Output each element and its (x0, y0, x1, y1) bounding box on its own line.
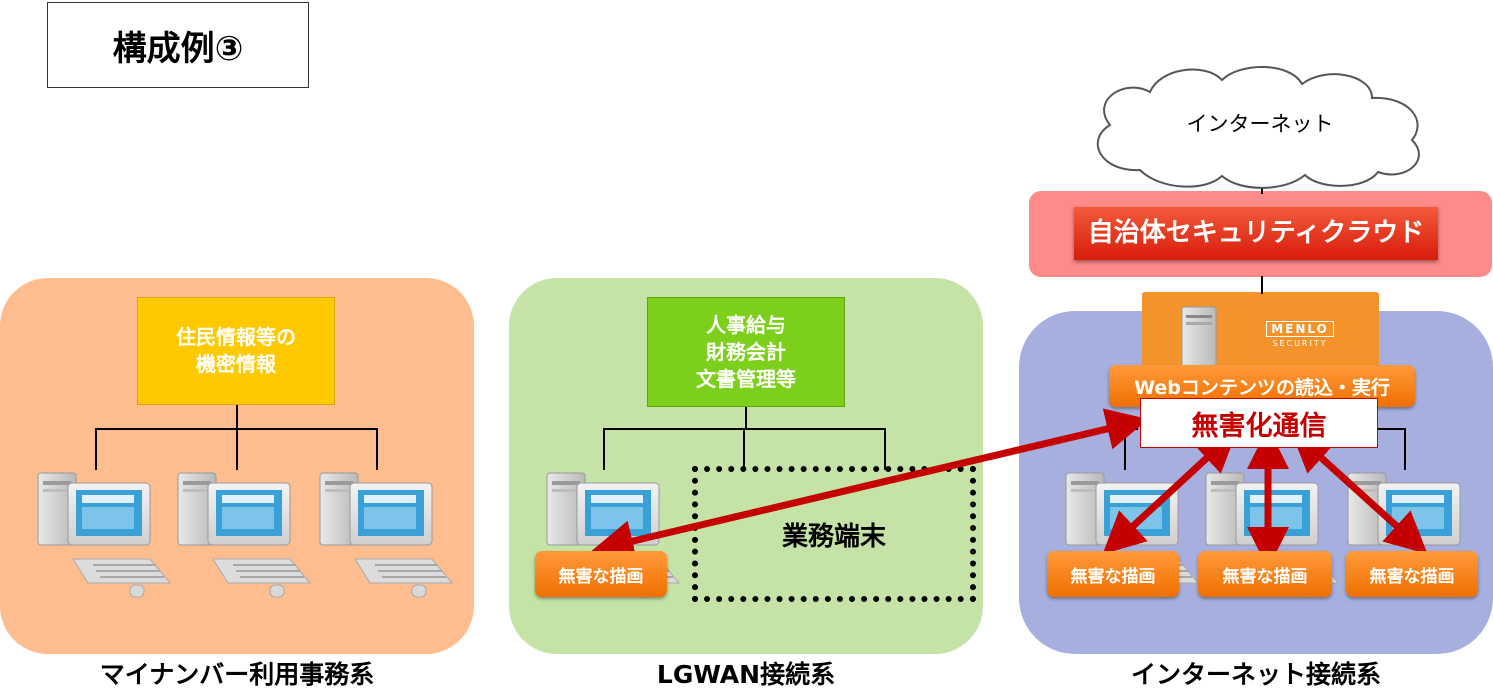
lgwan-info-line-2: 財務会計 (706, 339, 786, 364)
sanitized-box: 無害化通信 (1140, 398, 1378, 448)
safe-render-internet-3: 無害な描画 (1346, 551, 1478, 597)
lgwan-info-line-1: 人事給与 (706, 312, 786, 337)
mynumber-info-line-1: 住民情報等の (176, 325, 296, 349)
safe-render-internet-1: 無害な描画 (1047, 551, 1179, 597)
connector (236, 428, 238, 470)
internet-cloud (1096, 65, 1420, 189)
sanitized-arrow (591, 408, 1149, 562)
page-title: 構成例③ (47, 2, 309, 88)
menlo-logo: MENLO SECURITY (1262, 318, 1338, 350)
connector (1261, 276, 1263, 294)
security-cloud-box: 自治体セキュリティクラウド (1074, 207, 1438, 260)
internet-zone-label: インターネット接続系 (1130, 660, 1381, 689)
sanitized-arrow (1102, 429, 1238, 555)
safe-render-internet-2: 無害な描画 (1198, 551, 1332, 597)
server-icon (1181, 306, 1217, 368)
connector (95, 428, 97, 470)
pc-icon (319, 472, 453, 598)
connector (236, 405, 238, 429)
lgwan-info-box: 人事給与 財務会計 文書管理等 (647, 297, 845, 407)
mynumber-info-box: 住民情報等の 機密情報 (137, 297, 335, 405)
mynumber-zone-label: マイナンバー利用事務系 (99, 660, 375, 689)
pc-icon (37, 472, 171, 598)
mynumber-info-line-2: 機密情報 (196, 352, 276, 376)
safe-render-lgwan: 無害な描画 (535, 551, 667, 597)
internet-cloud-label: インターネット (1186, 112, 1334, 136)
menlo-logo-top: MENLO (1266, 321, 1334, 337)
sanitized-arrow (1290, 429, 1428, 555)
lgwan-info-line-3: 文書管理等 (696, 366, 796, 391)
lgwan-zone-label: LGWAN接続系 (656, 660, 836, 689)
pc-icon (177, 472, 311, 598)
connector (376, 428, 378, 470)
menlo-logo-bottom: SECURITY (1272, 339, 1328, 348)
connector (1378, 428, 1406, 430)
